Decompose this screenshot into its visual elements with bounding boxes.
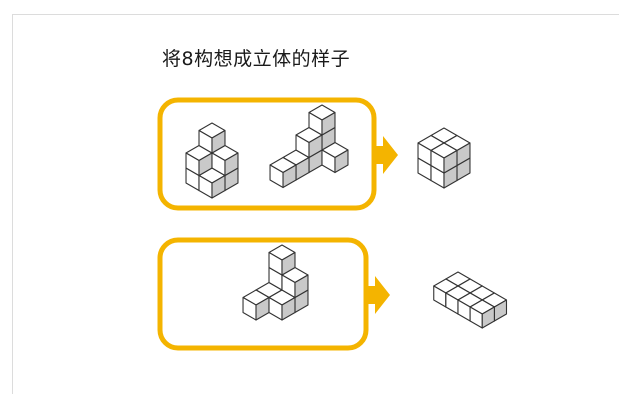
cube-right-face — [294, 274, 309, 299]
cube — [268, 244, 296, 276]
cube-2x2x2 — [417, 127, 471, 189]
cube-right-face — [211, 174, 226, 199]
row-1-arrow-icon — [374, 136, 398, 174]
cube — [269, 156, 297, 189]
cube-right-face — [308, 134, 323, 159]
flat-bar-4x2 — [433, 271, 508, 329]
frame-left-border — [12, 14, 13, 394]
cube-right-face — [282, 164, 297, 189]
cube-right-face — [334, 149, 349, 174]
cube-right-face — [281, 251, 296, 276]
cube — [430, 142, 458, 174]
stair-wall-shape — [242, 244, 309, 321]
cube-right-face — [281, 296, 296, 321]
cube — [242, 289, 270, 321]
stair-step-shape — [269, 104, 349, 189]
page-title: 将8构想成立体的样子 — [162, 48, 351, 70]
cube — [469, 299, 495, 329]
row-2-arrow-icon — [366, 276, 390, 314]
cube — [185, 144, 213, 177]
cube-right-face — [211, 129, 226, 154]
frame-top-border — [12, 0, 619, 15]
cube-right-face — [481, 306, 495, 329]
cube — [281, 266, 309, 299]
cube — [198, 122, 226, 154]
cube — [308, 104, 336, 136]
cube — [211, 144, 239, 177]
cube-right-face — [321, 111, 336, 136]
cube-right-face — [443, 149, 458, 174]
stair-tower-shape — [185, 122, 239, 199]
cube-right-face — [224, 152, 239, 177]
